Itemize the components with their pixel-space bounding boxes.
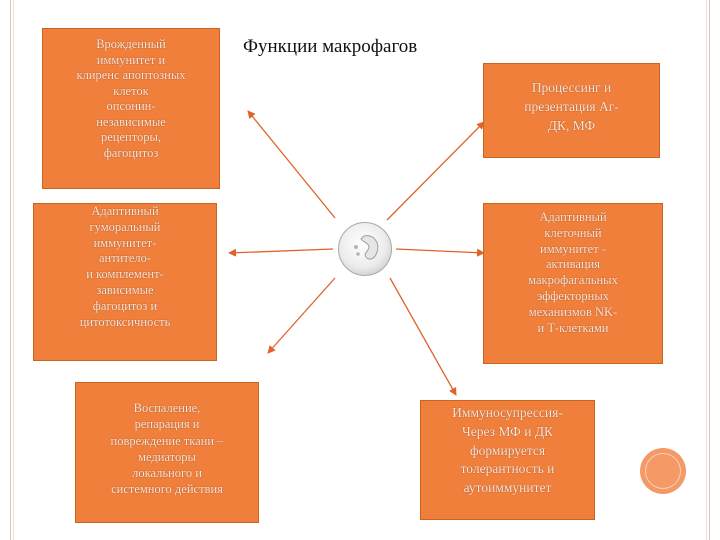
box-line: презентация Аг-: [524, 99, 619, 114]
macrophage-cell-icon: [338, 222, 392, 276]
arrow-to-bottom-left: [267, 277, 336, 354]
box-line: иммунитет и: [96, 52, 166, 67]
function-box-cellular-immunity: Адаптивный клеточный иммунитет - активац…: [483, 203, 663, 364]
function-box-humoral-immunity: Адаптивный гуморальный иммунитет- антите…: [33, 203, 217, 361]
arrow-to-top-right: [386, 121, 485, 221]
slide-title: Функции макрофагов: [243, 36, 418, 57]
function-box-innate-immunity: Врожденный иммунитет и клиренс апоптозны…: [42, 28, 220, 189]
box-line: цитотоксичность: [79, 314, 171, 329]
arrow-to-top-left: [247, 110, 336, 219]
box-line: Процессинг и: [531, 80, 612, 95]
box-line: системного действия: [111, 482, 223, 497]
box-line: антитело-: [98, 251, 152, 266]
slide-border-left-inner: [13, 0, 14, 540]
box-line: Иммуносупрессия-: [452, 405, 563, 420]
box-line: рецепторы,: [100, 130, 162, 144]
box-line: Воспаление,: [133, 401, 201, 415]
slide-border-right-inner: [706, 0, 707, 540]
box-line: локального и: [132, 466, 202, 481]
box-line: зависимые: [96, 282, 154, 297]
box-line: Врожденный: [96, 37, 166, 51]
box-line: клеток: [113, 83, 149, 98]
slide-border-right: [709, 0, 710, 540]
box-line: повреждение ткани –: [110, 433, 224, 448]
box-line: репарация и: [134, 417, 200, 432]
box-line: и Т-клетками: [537, 320, 609, 335]
box-line: клиренс апоптозных: [76, 68, 186, 82]
box-line: механизмов NK-: [528, 304, 618, 319]
box-line: фагоцитоз и: [92, 298, 158, 313]
arrow-to-bottom-right: [389, 277, 457, 396]
box-line: опсонин-: [106, 99, 156, 113]
box-line: активация: [545, 257, 601, 272]
box-line: иммунитет -: [540, 241, 606, 256]
box-line: Адаптивный: [91, 204, 159, 218]
box-line: формируется: [469, 442, 546, 458]
box-line: иммунитет-: [93, 235, 157, 250]
box-line: фагоцитоз: [103, 145, 159, 160]
box-line: толерантность и: [460, 461, 555, 477]
box-line: Через МФ и ДК: [461, 423, 554, 439]
cell-nucleus-icon: [354, 235, 379, 260]
box-line: медиаторы: [138, 449, 196, 464]
box-line: независимые: [96, 114, 166, 129]
function-box-immunosuppression: Иммуносупрессия- Через МФ и ДК формирует…: [420, 400, 595, 520]
box-line: клеточный: [544, 225, 602, 240]
function-box-inflammation: Воспаление, репарация и повреждение ткан…: [75, 382, 259, 523]
box-line: макрофагальных: [528, 273, 618, 288]
box-line: эффекторных: [536, 288, 609, 303]
box-line: аутоиммунитет: [463, 480, 552, 496]
box-line: и комплемент-: [86, 267, 164, 282]
arrow-to-middle-right: [395, 248, 485, 257]
function-box-antigen-presentation: Процессинг и презентация Аг- ДК, МФ: [483, 63, 660, 158]
slide-border-left: [10, 0, 11, 540]
box-line: ДК, МФ: [547, 118, 596, 133]
decorative-circle-icon: [640, 448, 686, 494]
box-line: гуморальный: [89, 219, 161, 234]
arrow-to-middle-left: [228, 248, 334, 257]
box-line: Адаптивный: [539, 210, 607, 224]
